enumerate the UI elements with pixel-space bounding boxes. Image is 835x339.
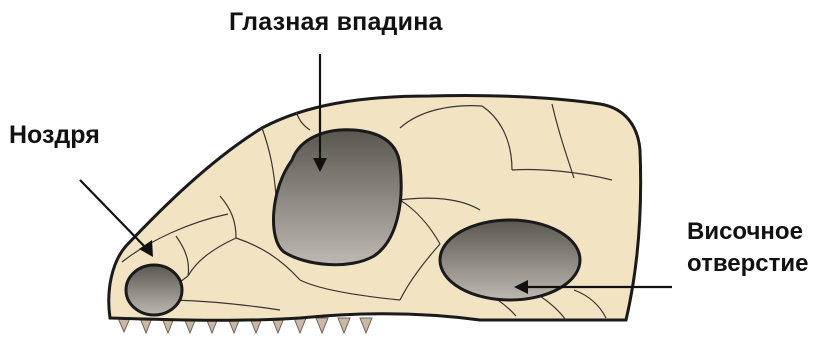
nostril-pointer-line: [80, 180, 146, 248]
temporal-label-line1: Височное: [687, 216, 808, 248]
temporal-label-line2: отверстие: [687, 248, 808, 280]
tooth: [338, 318, 350, 333]
tooth: [294, 318, 306, 333]
tooth: [360, 318, 372, 333]
tooth: [316, 318, 328, 333]
orbit-label: Глазная впадина: [229, 8, 443, 37]
nostril-label: Ноздря: [9, 121, 100, 150]
nostril-opening: [126, 265, 182, 315]
tooth: [118, 318, 130, 332]
temporal-opening-label: Височное отверстие: [687, 216, 808, 280]
